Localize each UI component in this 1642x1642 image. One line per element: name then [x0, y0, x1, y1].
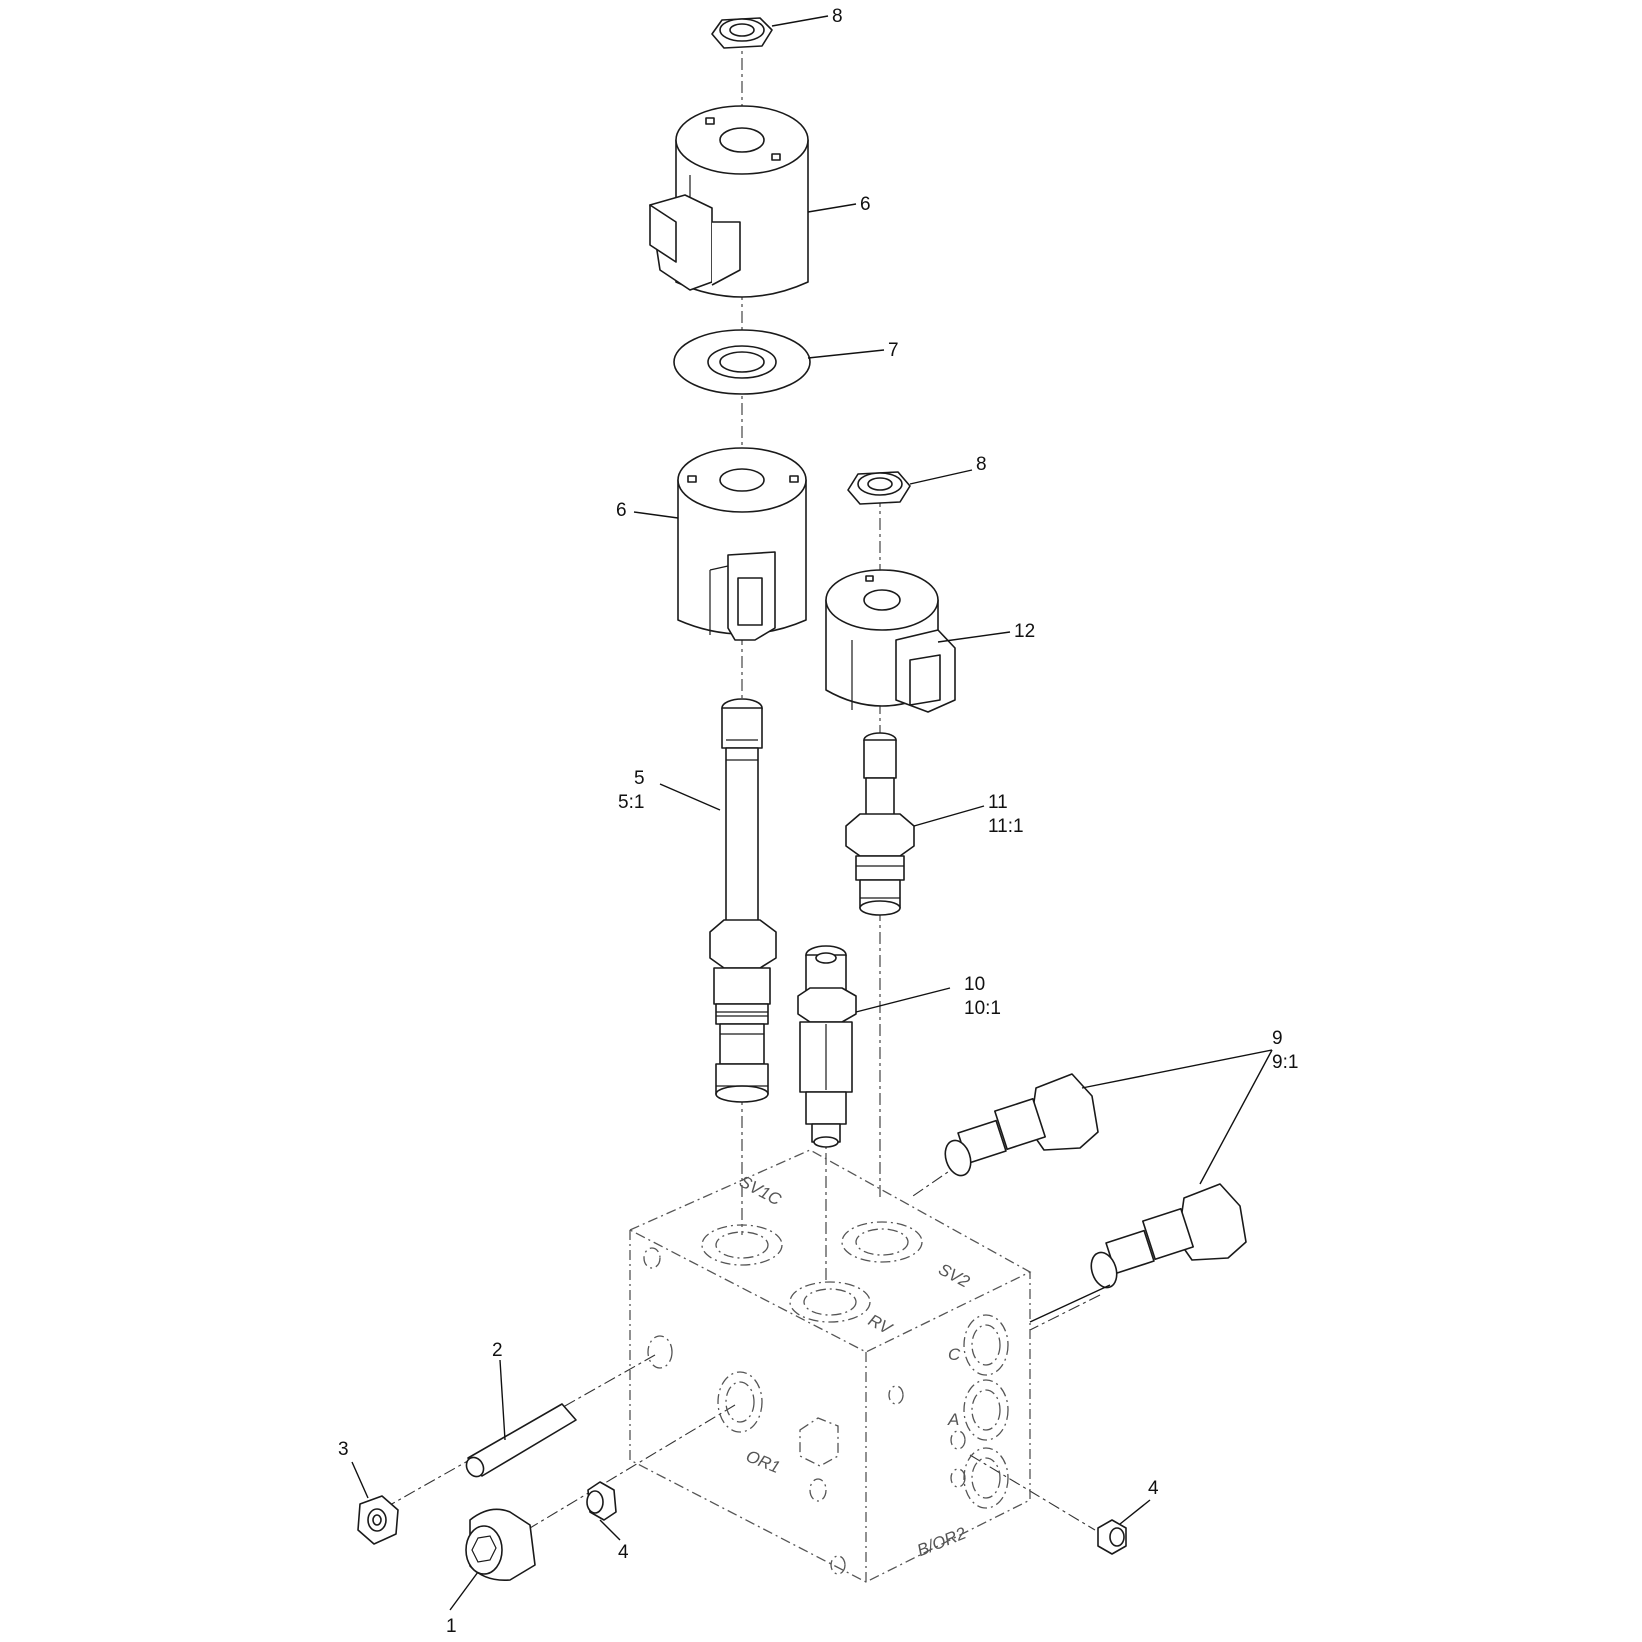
callout-3: 3: [338, 1439, 349, 1460]
callout-11-1: 11:1: [988, 816, 1024, 837]
solenoid-coil-middle: [677, 447, 807, 641]
port-label-sv2: SV2: [935, 1260, 973, 1292]
fitting-lower: [1090, 1183, 1247, 1289]
set-screw-right: [1097, 1519, 1127, 1555]
spacer-plate: [673, 329, 811, 395]
dowel-pin: [465, 1403, 577, 1478]
callout-9-1: 9:1: [1272, 1052, 1298, 1073]
callout-4-right: 4: [1148, 1478, 1159, 1499]
port-label-rv: RV: [865, 1311, 896, 1339]
callout-6-middle: 6: [616, 500, 627, 521]
port-label-a: A: [947, 1410, 959, 1429]
set-screw-left: [586, 1481, 617, 1521]
cartridge-valve-short: [845, 732, 915, 916]
port-labels: SV1C RV SV2 C A OR1 B/OR2: [736, 1172, 973, 1560]
cartridge-valve-long: [709, 698, 777, 1103]
callout-2: 2: [492, 1340, 503, 1361]
callouts: 8 6 7 8 6 12 5 5:1 11 11:1 10 10:1 9 9:1…: [338, 6, 1298, 1637]
callout-6-top: 6: [860, 194, 871, 215]
callout-12: 12: [1014, 621, 1035, 642]
solenoid-coil-small: [825, 569, 956, 713]
port-label-b-or2: B/OR2: [914, 1523, 969, 1560]
callout-8-top: 8: [832, 6, 843, 27]
solenoid-coil-top: [649, 105, 809, 298]
hex-nut-small: [357, 1495, 399, 1545]
callout-10-1: 10:1: [964, 998, 1001, 1019]
callout-9: 9: [1272, 1028, 1283, 1049]
fitting-upper: [944, 1073, 1099, 1177]
hex-nut-top: [711, 17, 773, 49]
leader-lines: [351, 15, 1273, 1611]
port-label-sv1c: SV1C: [736, 1172, 785, 1210]
callout-10: 10: [964, 974, 985, 995]
callout-4-left: 4: [618, 1542, 629, 1563]
hex-nut-middle: [847, 471, 911, 505]
socket-plug: [465, 1508, 536, 1582]
callout-5-1: 5:1: [618, 792, 644, 813]
callout-8-middle: 8: [976, 454, 987, 475]
callout-7: 7: [888, 340, 899, 361]
callout-5: 5: [634, 768, 645, 789]
port-label-c: C: [948, 1345, 961, 1364]
callout-1: 1: [446, 1616, 457, 1637]
relief-valve: [797, 945, 857, 1148]
callout-11: 11: [988, 792, 1008, 813]
port-label-or1: OR1: [743, 1446, 783, 1477]
manifold-block: [628, 1149, 1032, 1583]
